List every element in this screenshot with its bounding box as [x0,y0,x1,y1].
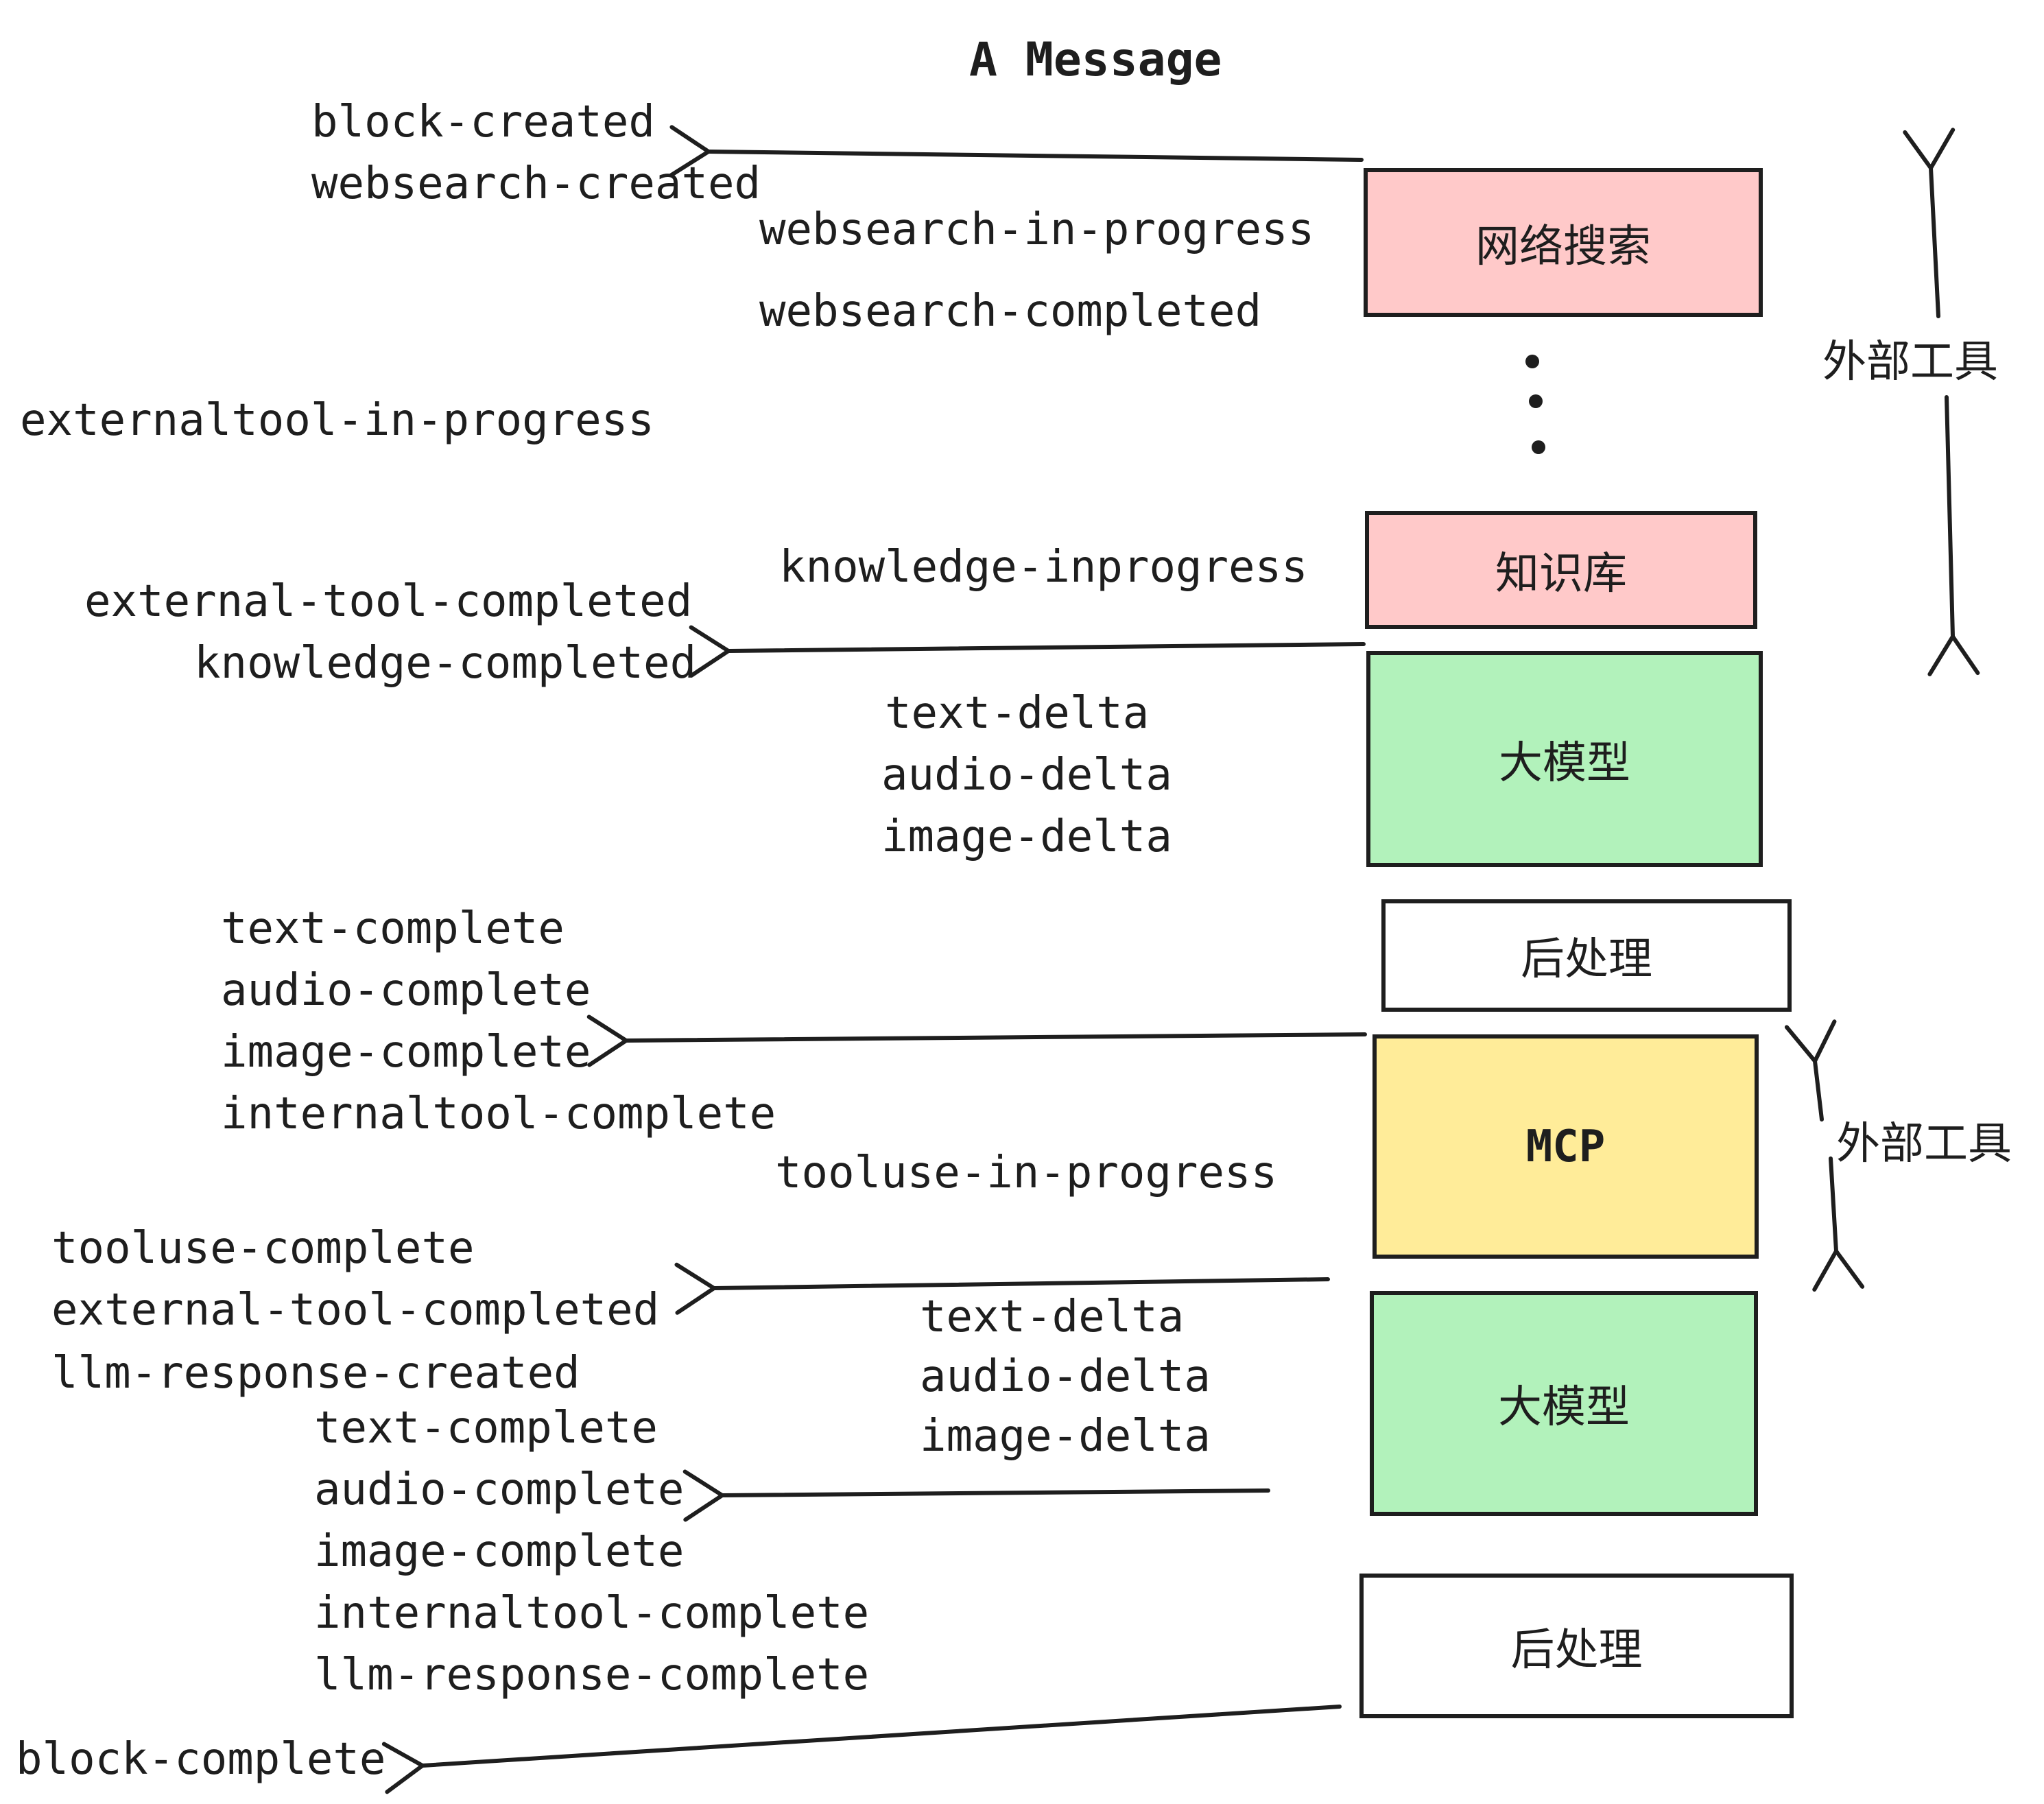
external-tools-2-arrow-up-icon [1784,1019,1837,1121]
box-websearch: 网络搜索 [1364,168,1763,317]
event-label-audio-delta-2: audio-delta [920,1351,1211,1402]
arrow-to-audio-complete-icon [682,1469,1270,1522]
event-label-llm-response-created: llm-response-created [51,1348,580,1399]
box-llm-1-label: 大模型 [1499,737,1630,787]
box-llm-2-label: 大模型 [1498,1382,1630,1432]
external-tools-1-arrow-up-icon [1903,128,1956,318]
event-label-external-tool-completed-2: external-tool-completed [51,1285,660,1336]
event-label-audio-complete-1: audio-complete [221,965,591,1016]
side-annotation-external-tools-2: 外部工具 [1836,1119,2012,1168]
event-label-internaltool-complete-1: internaltool-complete [221,1089,776,1139]
box-llm-2: 大模型 [1370,1291,1758,1516]
event-label-internaltool-complete-2: internaltool-complete [314,1588,870,1639]
box-llm-1: 大模型 [1366,651,1763,867]
side-annotation-external-tools-1: 外部工具 [1822,337,1998,386]
arrow-to-image-complete-icon [586,1014,1367,1067]
event-label-block-created: block-created [311,97,655,147]
box-mcp-label: MCP [1525,1121,1606,1172]
box-postprocess-1-label: 后处理 [1521,934,1652,984]
event-label-tooluse-in-progress: tooluse-in-progress [775,1148,1278,1198]
event-label-llm-response-complete: llm-response-complete [314,1650,870,1700]
event-label-knowledge-inprogress: knowledge-inprogress [779,542,1308,593]
event-label-audio-complete-2: audio-complete [314,1464,685,1515]
event-label-block-complete: block-complete [16,1734,386,1785]
box-knowledge: 知识库 [1365,511,1757,629]
box-mcp: MCP [1372,1034,1759,1259]
event-label-image-delta-2: image-delta [920,1411,1211,1462]
diagram-title: A Message [969,33,1222,87]
event-label-tooluse-complete: tooluse-complete [51,1223,475,1274]
event-label-externaltool-in-progress: externaltool-in-progress [20,395,654,446]
arrow-to-block-complete-icon [381,1705,1342,1794]
event-label-knowledge-completed: knowledge-completed [194,638,697,689]
event-label-external-tool-completed: external-tool-completed [84,576,693,627]
box-postprocess-2: 后处理 [1359,1574,1794,1718]
arrow-to-knowledge-completed-icon [689,625,1366,678]
event-label-text-complete-2: text-complete [314,1403,658,1453]
event-label-image-complete-2: image-complete [314,1526,685,1577]
arrow-to-block-created-icon [669,125,1364,178]
vertical-ellipsis-dots-icon [1525,355,1545,454]
box-postprocess-2-label: 后处理 [1510,1624,1643,1674]
event-label-websearch-completed: websearch-completed [759,286,1262,337]
box-postprocess-1: 后处理 [1381,899,1792,1012]
event-label-audio-delta-1: audio-delta [881,750,1172,800]
event-label-text-complete-1: text-complete [221,903,565,954]
event-label-text-delta-2: text-delta [920,1292,1185,1342]
event-label-text-delta-1: text-delta [885,688,1150,739]
external-tools-1-arrow-down-icon [1927,395,1980,676]
event-label-image-complete-1: image-complete [221,1027,591,1078]
event-label-websearch-in-progress: websearch-in-progress [759,204,1315,255]
event-label-websearch-created: websearch-created [311,158,761,209]
box-knowledge-label: 知识库 [1495,549,1627,598]
box-websearch-label: 网络搜索 [1475,221,1651,271]
event-label-image-delta-1: image-delta [881,811,1172,862]
external-tools-2-arrow-down-icon [1812,1156,1865,1292]
arrow-to-tooluse-complete-icon [674,1262,1330,1315]
